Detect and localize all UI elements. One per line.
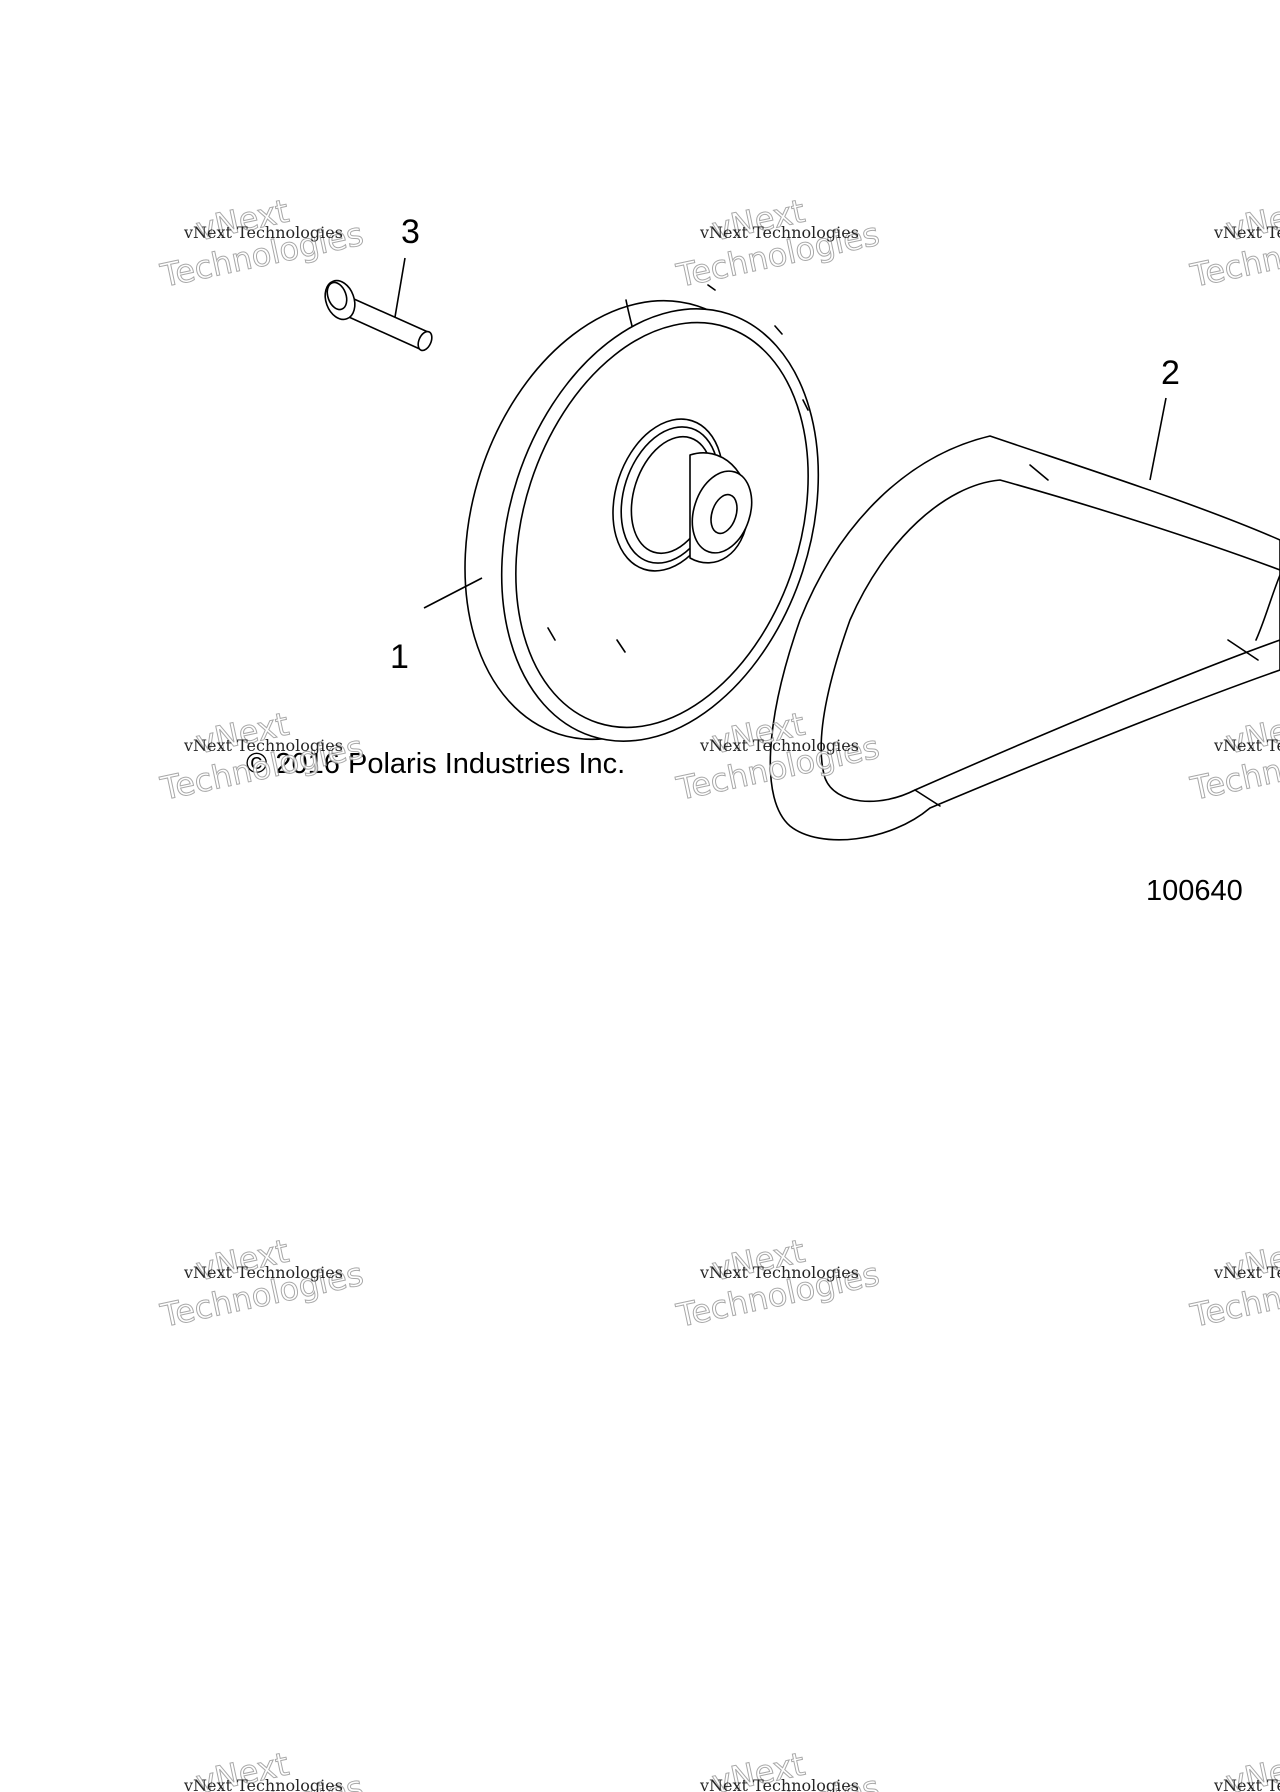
drive-belt [769, 435, 1280, 841]
watermark-text: vNext Technologies [699, 1776, 859, 1792]
callout-1: 1 [390, 638, 409, 676]
copyright-notice: © 2016 Polaris Industries Inc. [246, 748, 625, 780]
pulley [464, 284, 820, 742]
leader-line-1 [423, 577, 483, 609]
watermark-text: vNext Technologies [1213, 1263, 1280, 1282]
watermark-text: vNext Technologies [699, 223, 859, 242]
watermark-text: vNext Technologies [183, 223, 343, 242]
watermark-text: vNext Technologies [1213, 736, 1280, 755]
watermark-text: vNext Technologies [699, 736, 859, 755]
leader-line-2 [1149, 397, 1167, 481]
watermark-text: vNext Technologies [183, 736, 343, 755]
callout-2: 2 [1161, 354, 1180, 392]
watermark-text: vNext Technologies [1213, 223, 1280, 242]
watermark-text: vNext Technologies [1213, 1776, 1280, 1792]
watermark-text: vNext Technologies [183, 1776, 343, 1792]
callout-3: 3 [401, 213, 420, 251]
leader-line-3 [394, 257, 406, 318]
watermark-text: vNext Technologies [183, 1263, 343, 1282]
bolt [324, 279, 433, 352]
figure-number: 100640 [1146, 875, 1243, 907]
watermark-text: vNext Technologies [699, 1263, 859, 1282]
